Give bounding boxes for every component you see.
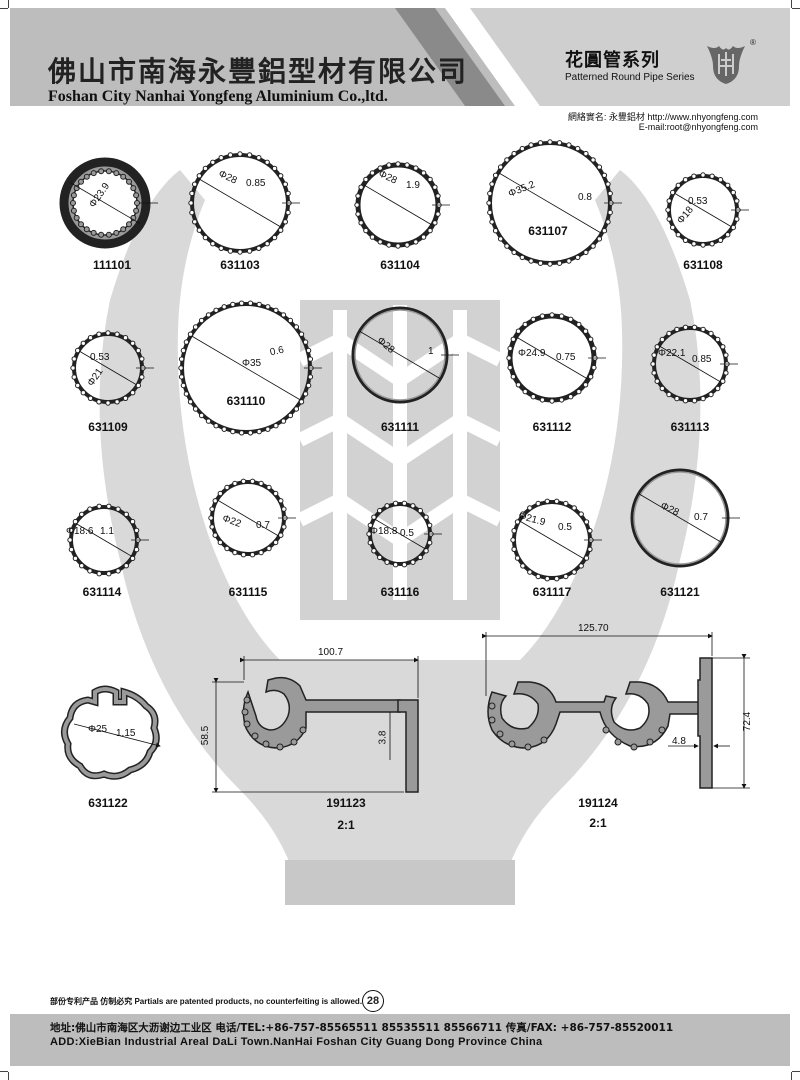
profile-dimension: Φ22.1 [658, 348, 686, 359]
profile-dimension: 58.5 [200, 725, 212, 746]
profile-dimension: 0.53 [688, 196, 708, 207]
profile-dimension: 1.1 [100, 526, 114, 537]
profile-code: 631113 [670, 420, 710, 434]
profile-191123-shape [241, 676, 419, 793]
profile-code: 631109 [88, 420, 128, 434]
ring-profile-631108 [665, 172, 749, 248]
profile-dimension: 0.85 [246, 178, 266, 189]
profile-dimension: 0.8 [578, 192, 592, 203]
profile-code: 631112 [532, 420, 572, 434]
website-text: 網絡實名: 永豐鋁材 http://www.nhyongfeng.com [567, 112, 758, 122]
registered-mark: ® [750, 38, 756, 47]
crop-mark [791, 1072, 792, 1080]
crop-mark [0, 8, 8, 9]
series-title-cn: 花圓管系列 [565, 50, 660, 71]
profile-code: 191124 [578, 796, 618, 810]
crop-mark [792, 8, 800, 9]
profile-dimension: Φ25 [88, 724, 108, 735]
ring-profile-631116 [366, 500, 442, 568]
company-name-en: Foshan City Nanhai Yongfeng Aluminium Co… [48, 88, 388, 105]
ring-profile-111101 [59, 157, 158, 249]
address-cn: 地址:佛山市南海区大沥谢边工业区 电话/TEL:+86-757-85565511… [50, 1022, 674, 1034]
profile-drawings [59, 139, 750, 793]
profile-dimension: 100.7 [318, 647, 344, 658]
harp-logo-icon [707, 46, 745, 84]
ring-profile-631109 [70, 330, 154, 406]
profile-dimension: 0.75 [556, 352, 576, 363]
profile-dimension: 3.8 [377, 730, 389, 745]
ring-profile-631112 [506, 312, 606, 404]
profile-code: 631111 [380, 420, 420, 434]
profile-scale: 2:1 [589, 816, 607, 830]
ring-profile-631110 [178, 300, 322, 436]
profile-dimension: 1 [428, 346, 434, 357]
profile-dimension: 1.9 [406, 180, 420, 191]
company-name-cn: 佛山市南海永豐鋁型材有限公司 [48, 55, 469, 88]
profile-code: 631103 [220, 258, 260, 272]
ring-profile-631121 [630, 468, 740, 568]
profile-scale: 2:1 [337, 818, 355, 832]
patent-notice: 部份专利产品 仿制必究 Partials are patented produc… [50, 997, 363, 1006]
crop-mark [8, 1072, 9, 1080]
profile-code: 631115 [228, 585, 268, 599]
profile-dimension: 125.70 [578, 623, 609, 634]
profile-dimension: 0.5 [558, 522, 572, 533]
profile-code: 111101 [92, 258, 132, 272]
page-number: 28 [362, 990, 384, 1012]
profile-code: 631122 [88, 796, 128, 810]
profile-dimension: Φ18.8 [370, 526, 398, 537]
crop-mark [792, 1071, 800, 1072]
email-text: E-mail:root@nhyongfeng.com [638, 122, 758, 132]
profile-code: 631114 [82, 585, 122, 599]
crop-mark [8, 0, 9, 8]
custom-profiles [61, 632, 750, 793]
profile-dimension: Φ35 [242, 358, 262, 369]
crop-mark [791, 0, 792, 8]
profile-dimension: 1.15 [116, 728, 136, 739]
address-en: ADD:XieBian Industrial Areal DaLi Town.N… [50, 1036, 543, 1048]
profile-dimension: Φ18.6 [66, 526, 94, 537]
profile-code: 191123 [326, 796, 366, 810]
ring-profile-631115 [208, 478, 296, 558]
profile-dimension: 0.85 [692, 354, 712, 365]
footer-band [10, 1014, 790, 1066]
profile-dimension: 0.7 [256, 520, 270, 531]
profile-dimension: 0.5 [400, 528, 414, 539]
ring-profile-631111 [351, 306, 459, 404]
profile-dimension: 0.7 [694, 512, 708, 523]
profile-code: 631108 [683, 258, 723, 272]
profile-dimension: 72.4 [742, 711, 754, 732]
profile-code: 631107 [528, 224, 568, 238]
ring-profiles [59, 139, 749, 582]
profile-code: 631121 [660, 585, 700, 599]
profile-code: 631110 [226, 394, 266, 408]
crop-mark [0, 1071, 8, 1072]
ring-profile-631113 [650, 324, 738, 404]
profile-dimension: 0.53 [90, 352, 110, 363]
ring-profile-631114 [67, 503, 149, 577]
profile-code: 631104 [380, 258, 420, 272]
ring-profile-631103 [188, 151, 300, 255]
ring-profile-631117 [510, 498, 602, 582]
header-stripes [395, 8, 790, 106]
profile-191124-shape [487, 657, 713, 789]
profile-dimension: Φ24.9 [518, 348, 546, 359]
profile-code: 631117 [532, 585, 572, 599]
profile-code: 631116 [380, 585, 420, 599]
ring-profile-631107 [486, 139, 622, 267]
series-title-en: Patterned Round Pipe Series [565, 72, 695, 83]
profile-dimension: 4.8 [672, 736, 686, 747]
ring-profile-631104 [354, 161, 450, 249]
